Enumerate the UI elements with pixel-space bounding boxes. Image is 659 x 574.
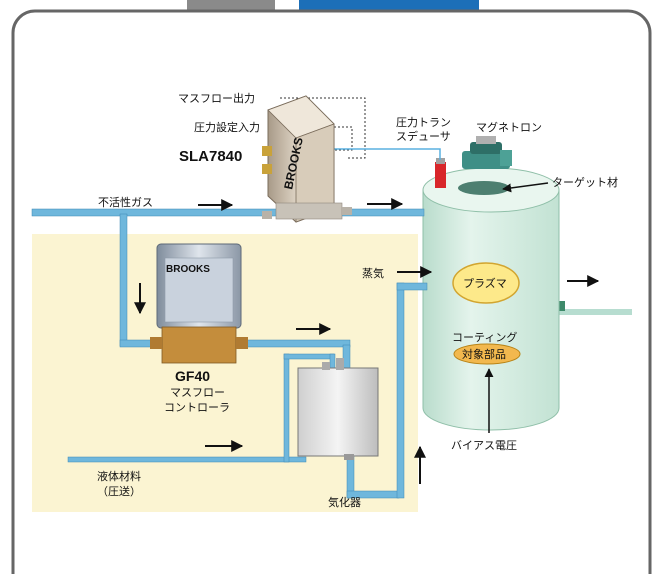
target-material-label: ターゲット材 [552, 175, 618, 189]
gf-line3-label: コントローラ [164, 401, 230, 414]
inert-gas-label: 不活性ガス [98, 195, 153, 209]
massflow-output-line [280, 97, 366, 159]
liquid-material-label-2: （圧送） [97, 484, 141, 498]
pressure-transducer-label-1: 圧力トラン [396, 116, 451, 129]
exhaust-pipe [540, 309, 632, 315]
magnetron [462, 136, 512, 169]
vaporizer-label: 気化器 [328, 495, 361, 509]
gf-model-label: GF40 [175, 368, 210, 384]
plasma-label: プラズマ [463, 276, 507, 290]
tab-gray [187, 0, 275, 10]
pressure-setting-line [282, 126, 353, 151]
exhaust-valve [556, 301, 565, 311]
liquid-material-pipe [67, 353, 336, 463]
gf-line2-label: マスフロー [170, 386, 225, 399]
plasma [452, 262, 520, 304]
massflow-output-label: マスフロー出力 [178, 91, 255, 105]
sla7840-device: BROOKS [262, 95, 352, 223]
magnetron-label: マグネトロン [476, 120, 542, 134]
inert-gas-pipe [31, 208, 425, 369]
gf40-device: BROOKS [150, 243, 248, 364]
gf-brand-label: BROOKS [166, 264, 210, 275]
liquid-material-label-1: 液体材料 [97, 469, 141, 483]
vaporizer [297, 358, 379, 460]
sla-model-label: SLA7840 [179, 148, 242, 165]
vapor-label: 蒸気 [362, 266, 384, 280]
target-pointer-arrow [502, 182, 549, 193]
chamber [422, 167, 560, 431]
target-parts [453, 343, 521, 365]
pressure-transducer-label-2: スデューサ [396, 129, 451, 143]
pressure-transducer [435, 158, 446, 188]
transducer-signal-line [316, 148, 441, 160]
pressure-setting-label: 圧力設定入力 [194, 120, 260, 134]
bias-voltage-label: バイアス電圧 [451, 439, 517, 452]
tab-blue [299, 0, 479, 10]
target-disk [458, 181, 510, 195]
coating-label: コーティング [452, 330, 517, 344]
vapor-pipe [346, 282, 428, 499]
target-parts-label: 対象部品 [462, 347, 506, 361]
